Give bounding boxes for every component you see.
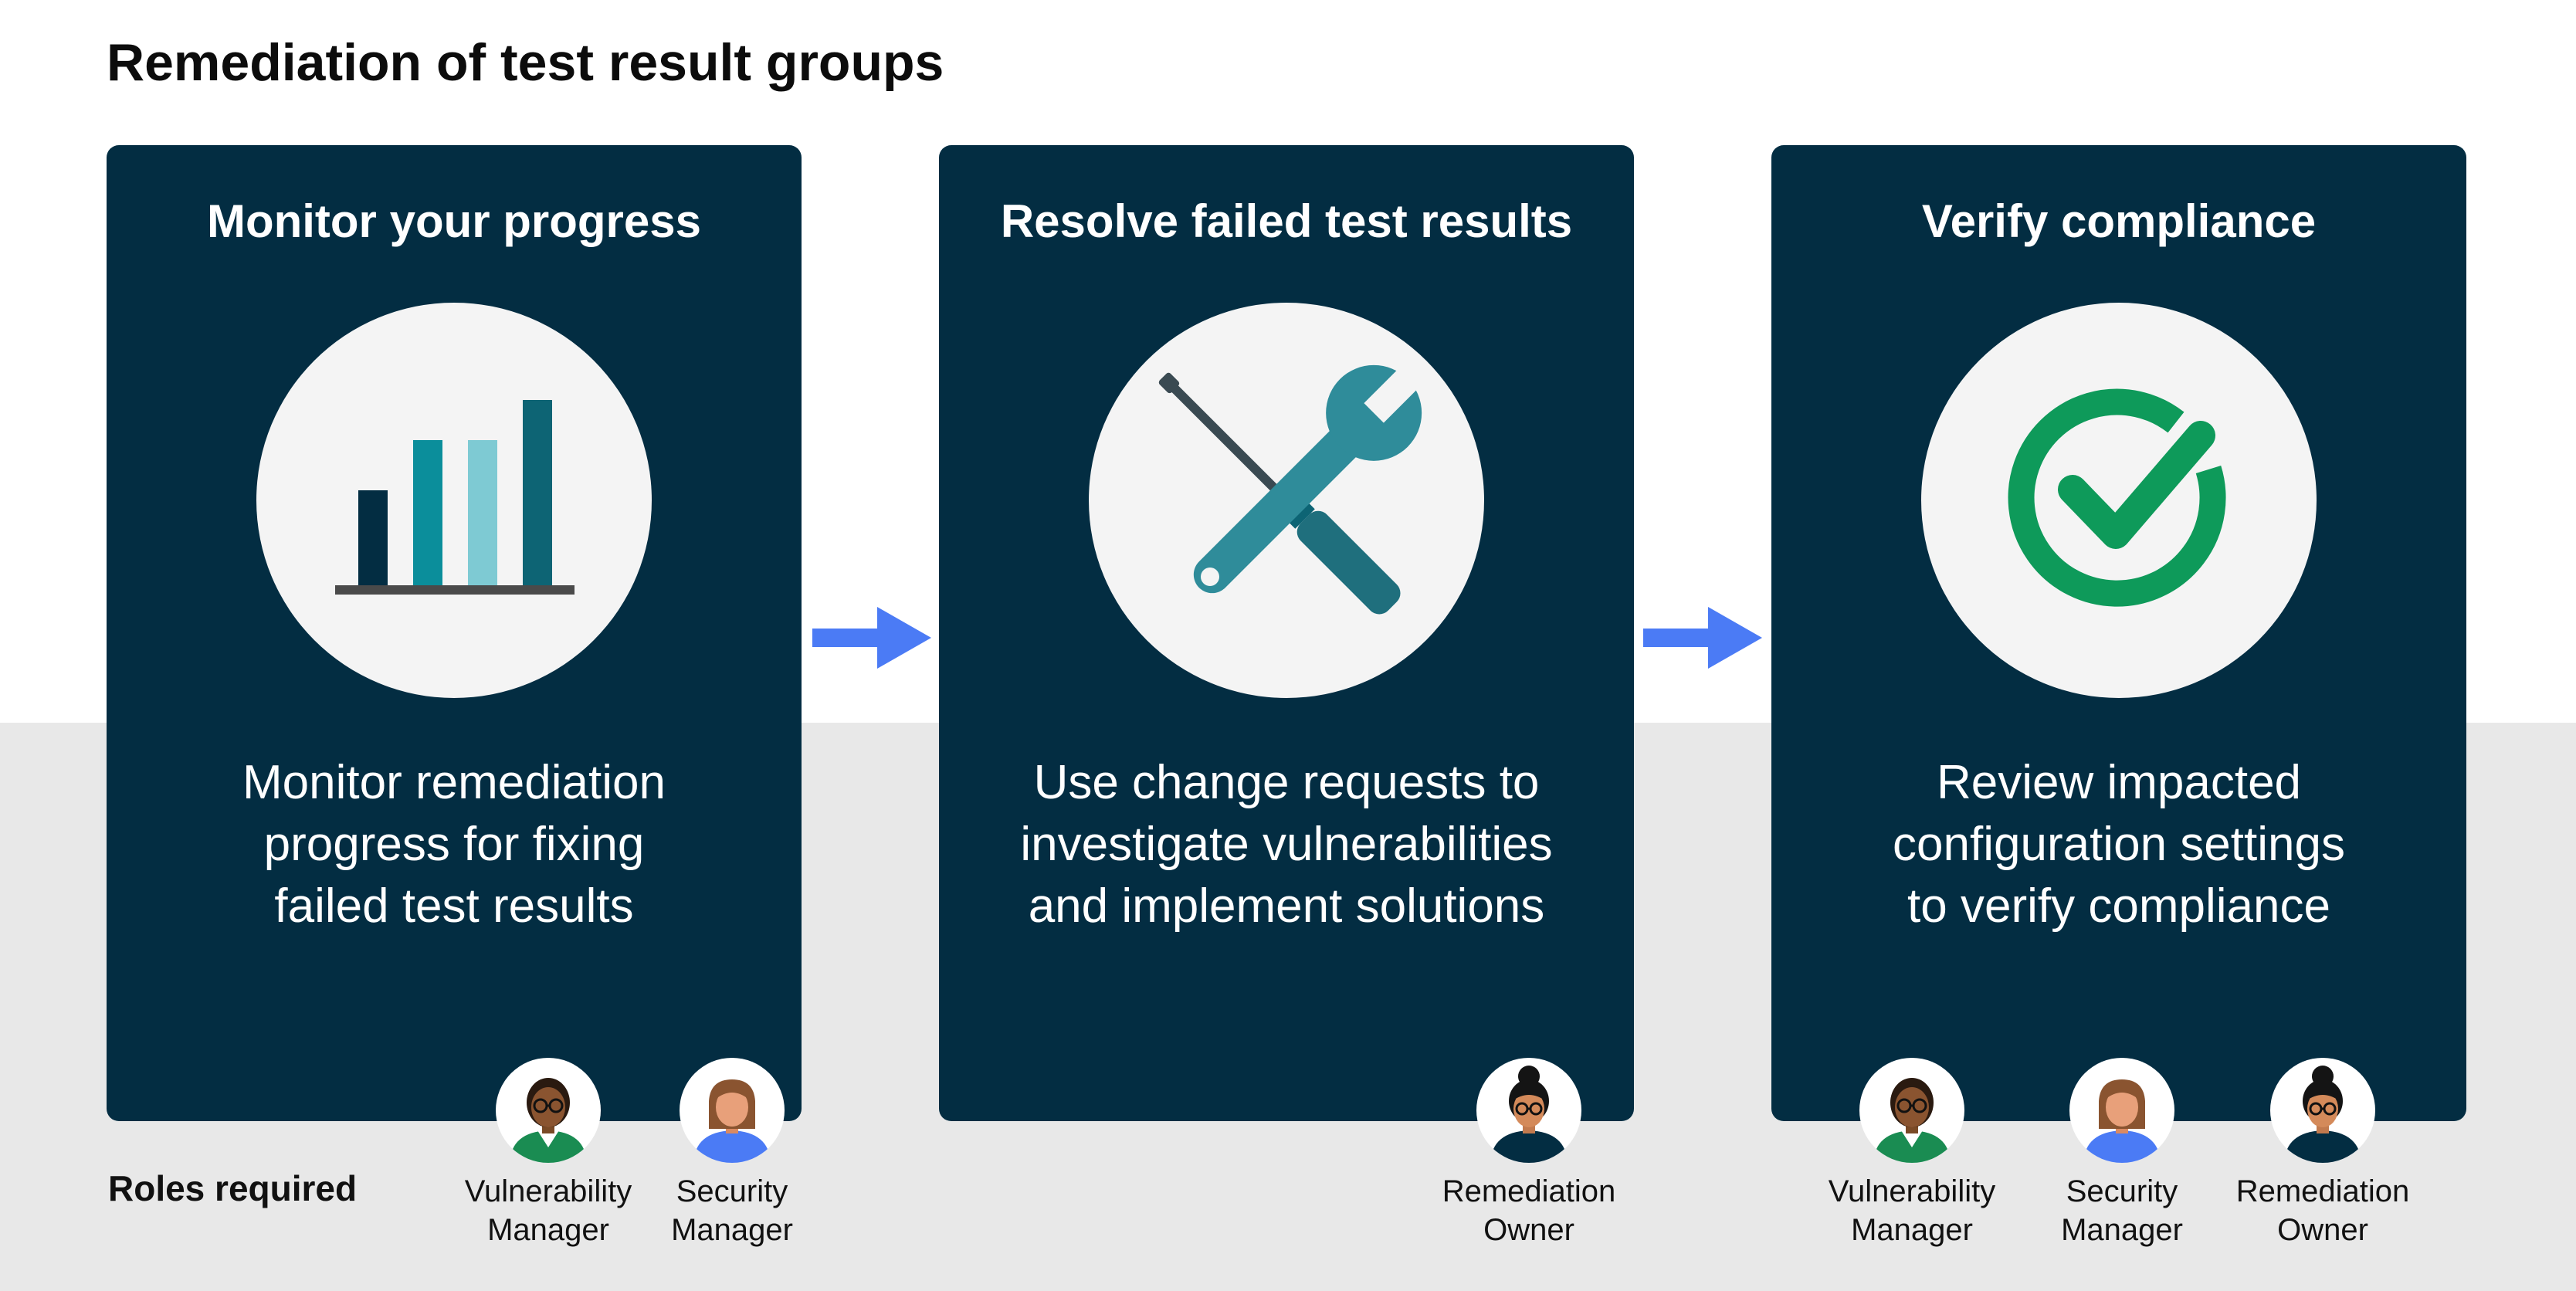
role-security-manager: Security Manager [632,1058,832,1249]
arrow-right-icon [1643,607,1762,669]
roles-required-label: Roles required [108,1168,358,1208]
remediation-owner-avatar-icon [1476,1058,1581,1163]
role-label: Security Manager [671,1174,793,1247]
role-remediation-owner: Remediation Owner [1429,1058,1629,1249]
role-label: Remediation Owner [1442,1174,1616,1247]
role-remediation-owner: Remediation Owner [2222,1058,2423,1249]
role-label: Vulnerability Manager [1828,1174,1996,1247]
bar-chart-icon [256,303,652,698]
step-card-verify: Verify compliance Review impacted config… [1771,145,2466,1121]
role-label: Vulnerability Manager [464,1174,632,1247]
role-security-manager: Security Manager [2022,1058,2222,1249]
step-description: Monitor remediation progress for fixing … [242,756,666,933]
role-label: Remediation Owner [2235,1174,2410,1247]
step-card-resolve: Resolve failed test results Use change r… [939,145,1634,1121]
check-circle-icon [1921,303,2317,698]
remediation-owner-avatar-icon [2270,1058,2375,1163]
step-title: Resolve failed test results [1000,195,1573,247]
step-title: Monitor your progress [206,195,702,247]
security-manager-avatar-icon [680,1058,785,1163]
step-title: Verify compliance [1921,195,2317,247]
vulnerability-manager-avatar-icon [1859,1058,1964,1163]
security-manager-avatar-icon [2069,1058,2174,1163]
role-label: Security Manager [2061,1174,2183,1247]
step-card-monitor: Monitor your progress Monitor remediatio… [107,145,802,1121]
step-description: Review impacted configuration settings t… [1893,756,2345,933]
wrench-screwdriver-icon [1089,303,1484,698]
vulnerability-manager-avatar-icon [496,1058,601,1163]
role-vulnerability-manager: Vulnerability Manager [1812,1058,2012,1249]
role-vulnerability-manager: Vulnerability Manager [448,1058,649,1249]
step-description: Use change requests to investigate vulne… [1020,756,1553,933]
arrow-right-icon [812,607,931,669]
diagram-title: Remediation of test result groups [107,33,944,92]
